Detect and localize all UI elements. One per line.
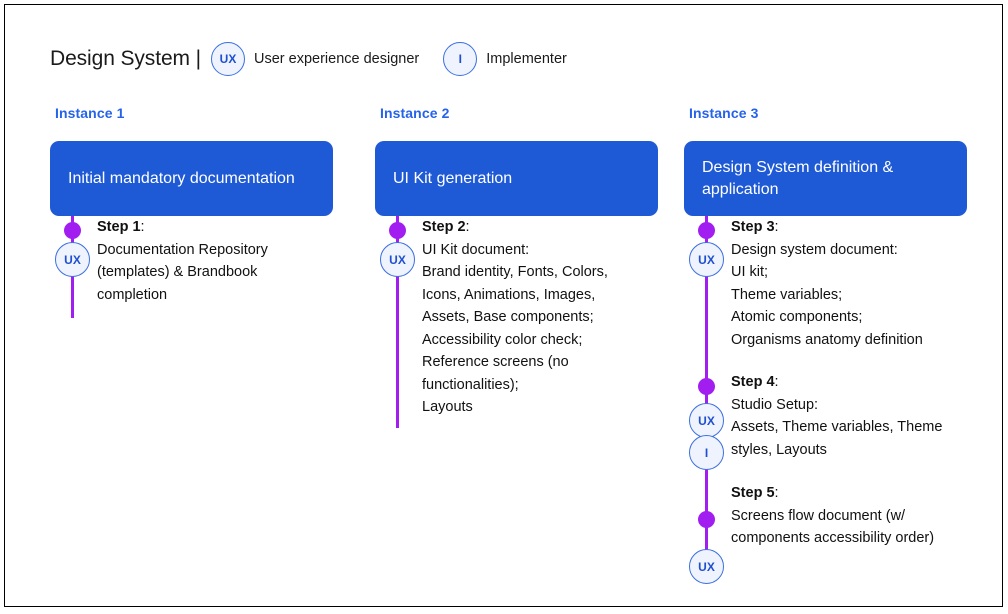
- step-separator-3: :: [774, 219, 779, 235]
- page-title: Design System |: [50, 47, 202, 70]
- step-line: Atomic components;: [731, 309, 863, 325]
- phase-title-1: Initial mandatory documentation: [68, 169, 295, 187]
- role-circle-ux-step-3: UX: [689, 242, 724, 277]
- phase-title-3: Design System definition & application: [702, 159, 894, 198]
- ux-role-badge-icon: UX: [211, 42, 246, 76]
- step-line: components accessibility order): [731, 530, 935, 546]
- step-separator-5: :: [774, 485, 779, 501]
- diagram-frame: Design System | UX User experience desig…: [4, 4, 1003, 607]
- role-circle-implementer-step-4: I: [689, 435, 724, 470]
- step-line: Layouts: [422, 399, 473, 415]
- step-title-4: Step 4:: [731, 371, 986, 394]
- step-lines-5: Screens flow document (w/ components acc…: [731, 505, 986, 550]
- step-lines-2: UI Kit document: Brand identity, Fonts, …: [422, 239, 682, 419]
- step-line: Organisms anatomy definition: [731, 331, 923, 348]
- timeline-track-2: [396, 216, 399, 428]
- step-line: (templates) & Brandbook: [97, 264, 258, 280]
- step-line: UI kit;: [731, 264, 769, 280]
- instance-column-3: Instance 3 Design System definition & ap…: [684, 105, 984, 596]
- step-lines-3: Design system document: UI kit; Theme va…: [731, 239, 986, 352]
- timeline-dot-step-2: [389, 222, 406, 239]
- legend-header: Design System | UX User experience desig…: [50, 39, 567, 79]
- legend-entry-implementer: I Implementer: [443, 42, 567, 76]
- timeline-dot-step-5: [698, 511, 715, 528]
- role-circle-ux-step-5: UX: [689, 549, 724, 584]
- step-line: Accessibility color check;: [422, 331, 583, 348]
- step-line: Assets, Base components;: [422, 309, 594, 325]
- step-line: Brand identity, Fonts, Colors,: [422, 264, 608, 280]
- step-line: styles, Layouts: [731, 441, 827, 458]
- step-block-4: Step 4: Studio Setup: Assets, Theme vari…: [731, 371, 986, 461]
- phase-title-2: UI Kit generation: [393, 169, 513, 187]
- step-title-5: Step 5:: [731, 482, 986, 505]
- step-separator-4: :: [774, 374, 779, 390]
- step-block-1: Step 1: Documentation Repository (templa…: [97, 216, 347, 306]
- implementer-role-badge-icon: I: [443, 42, 478, 76]
- step-number-3: Step 3: [731, 219, 775, 235]
- timeline-dot-step-3: [698, 222, 715, 239]
- step-block-2: Step 2: UI Kit document: Brand identity,…: [422, 216, 682, 419]
- step-line: Studio Setup:: [731, 396, 819, 413]
- step-block-3: Step 3: Design system document: UI kit; …: [731, 216, 986, 351]
- step-separator-2: :: [465, 219, 470, 235]
- step-line: Assets, Theme variables, Theme: [731, 419, 943, 435]
- step-line: Documentation Repository: [97, 241, 268, 258]
- timeline-dot-step-4: [698, 378, 715, 395]
- role-circle-ux-step-4: UX: [689, 403, 724, 438]
- legend-label-implementer: Implementer: [486, 51, 567, 67]
- legend-label-ux: User experience designer: [254, 51, 420, 67]
- legend-entry-ux: UX User experience designer: [211, 42, 419, 76]
- step-line: Screens flow document (w/: [731, 507, 906, 524]
- step-line: UI Kit document:: [422, 241, 530, 258]
- step-lines-4: Studio Setup: Assets, Theme variables, T…: [731, 394, 986, 462]
- step-block-5: Step 5: Screens flow document (w/ compon…: [731, 482, 986, 550]
- step-title-3: Step 3:: [731, 216, 986, 239]
- step-separator-1: :: [140, 219, 145, 235]
- timeline-1: UX Step 1: Documentation Repository (tem…: [50, 216, 350, 436]
- step-number-1: Step 1: [97, 219, 141, 235]
- instance-label-1: Instance 1: [55, 105, 125, 121]
- phase-box-2[interactable]: UI Kit generation: [375, 141, 658, 216]
- timeline-2: UX Step 2: UI Kit document: Brand identi…: [375, 216, 675, 446]
- step-line: Theme variables;: [731, 286, 843, 303]
- timeline-3: UX Step 3: Design system document: UI ki…: [684, 216, 984, 596]
- step-line: Icons, Animations, Images,: [422, 286, 596, 303]
- role-circle-ux-step-1: UX: [55, 242, 90, 277]
- phase-box-1[interactable]: Initial mandatory documentation: [50, 141, 333, 216]
- instance-label-3: Instance 3: [689, 105, 759, 121]
- step-line: Reference screens (no: [422, 354, 569, 370]
- step-line: completion: [97, 286, 168, 303]
- phase-box-3[interactable]: Design System definition & application: [684, 141, 967, 216]
- step-line: Design system document:: [731, 241, 898, 258]
- instance-label-2: Instance 2: [380, 105, 450, 121]
- step-number-5: Step 5: [731, 485, 775, 501]
- step-lines-1: Documentation Repository (templates) & B…: [97, 239, 347, 307]
- role-circle-ux-step-2: UX: [380, 242, 415, 277]
- step-title-2: Step 2:: [422, 216, 682, 239]
- step-number-2: Step 2: [422, 219, 466, 235]
- instance-column-2: Instance 2 UI Kit generation UX Step 2: …: [375, 105, 675, 446]
- instance-column-1: Instance 1 Initial mandatory documentati…: [50, 105, 350, 436]
- step-line: functionalities);: [422, 376, 519, 393]
- step-number-4: Step 4: [731, 374, 775, 390]
- timeline-dot-step-1: [64, 222, 81, 239]
- step-title-1: Step 1:: [97, 216, 347, 239]
